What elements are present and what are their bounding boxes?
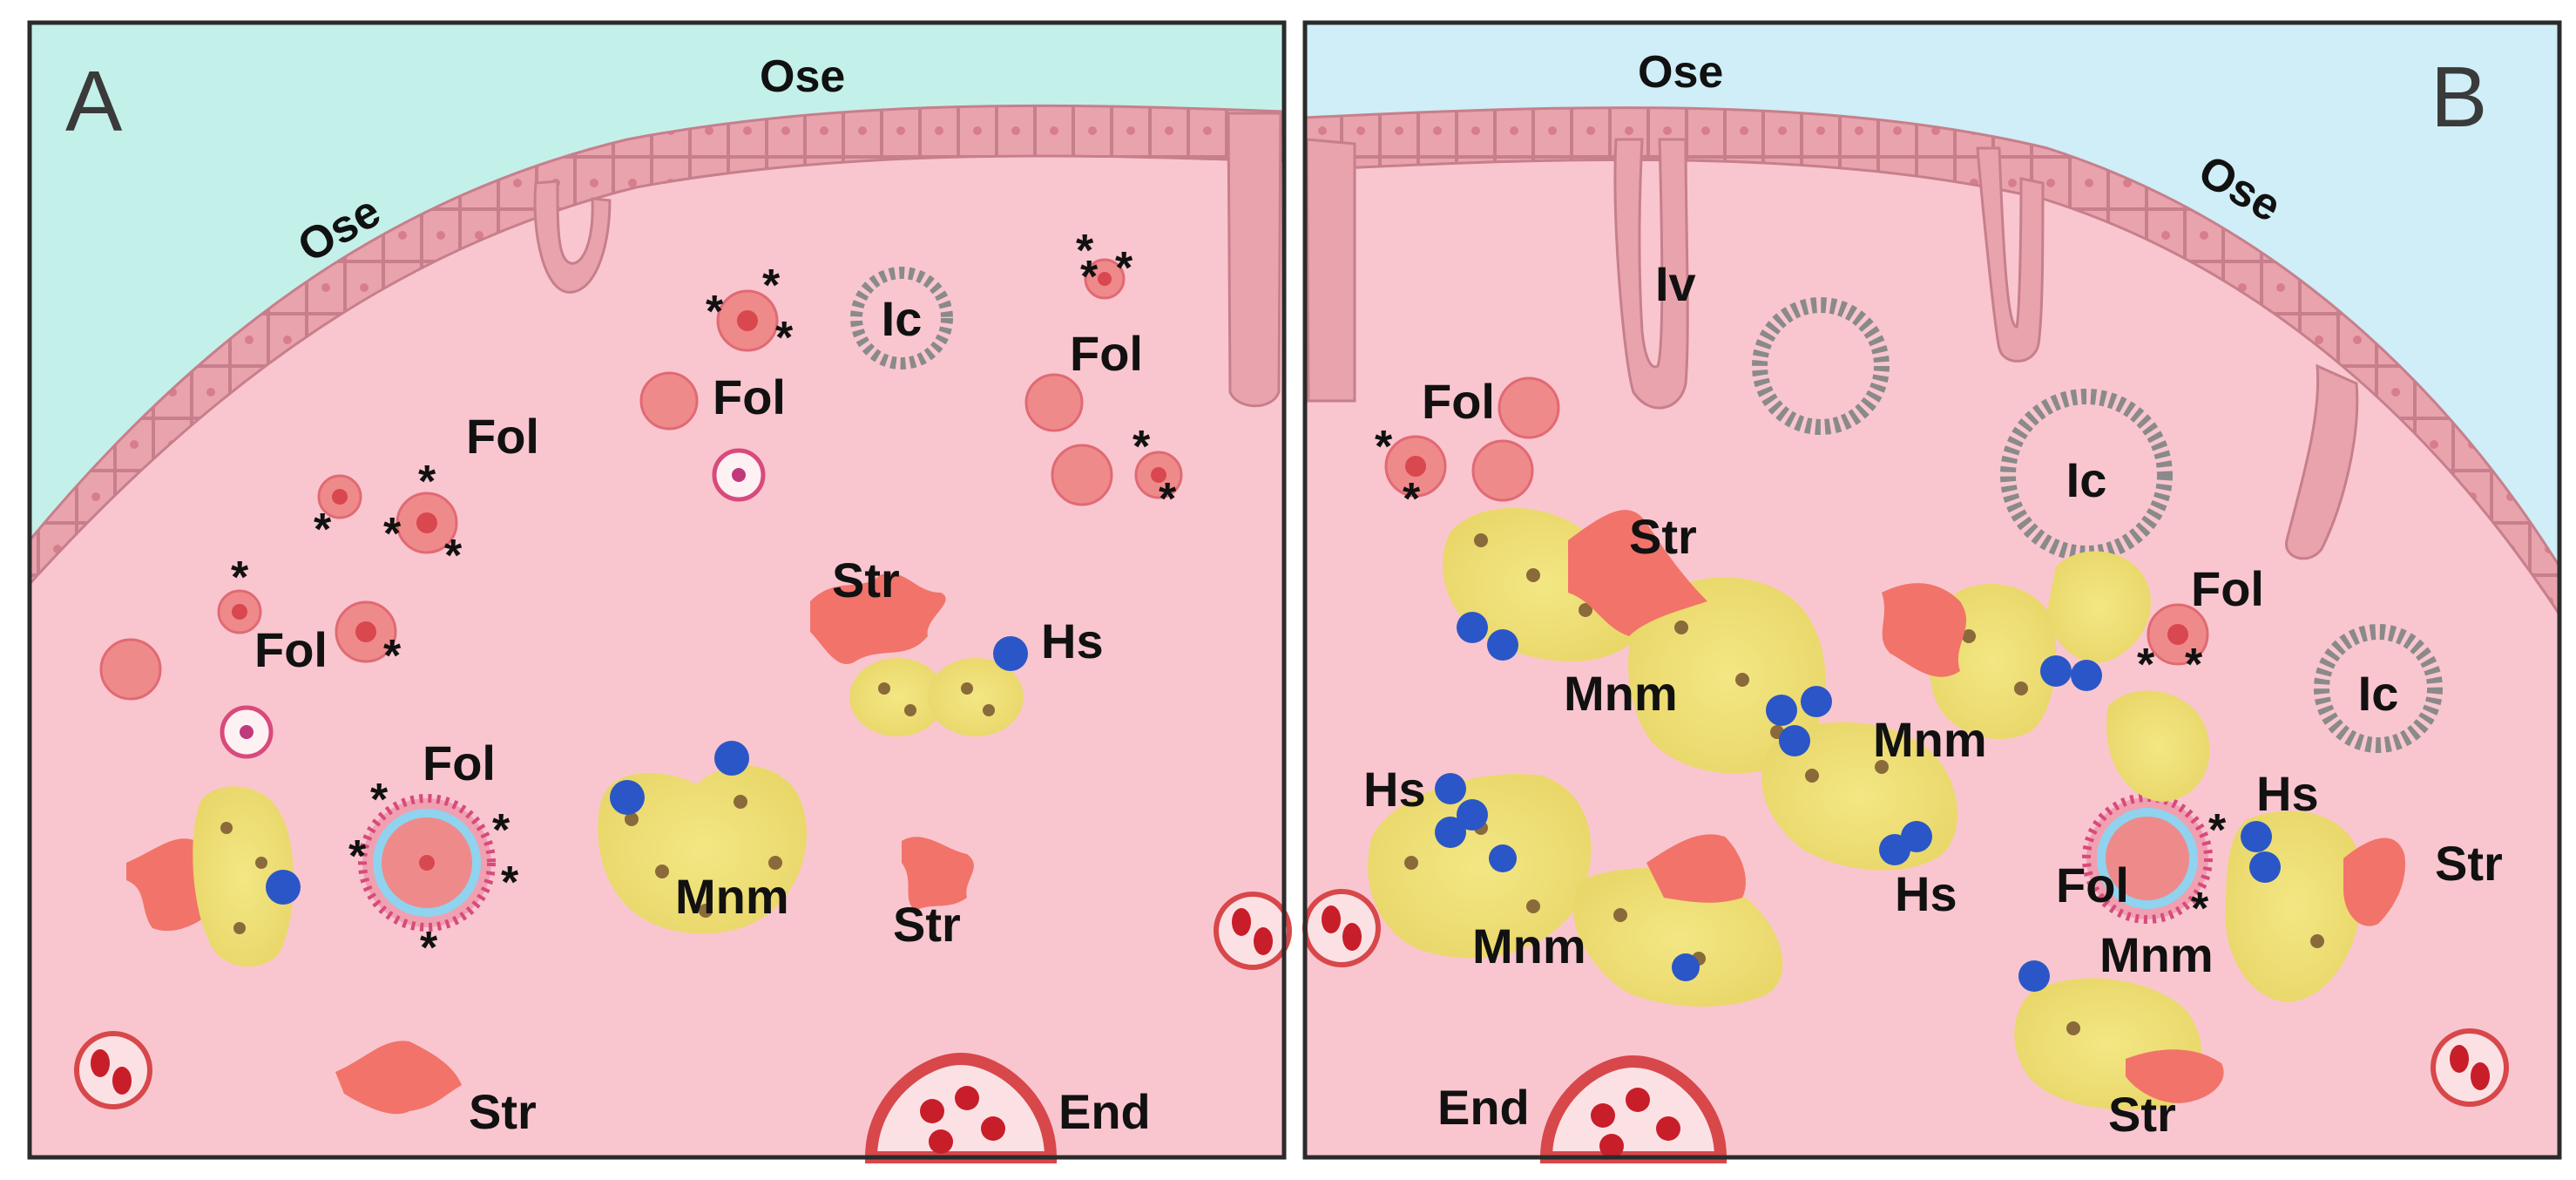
label-mnm-2-b: Mnm [1873, 712, 1987, 767]
label-str-3-b: Str [2108, 1087, 2176, 1142]
svg-text:*: * [2208, 805, 2227, 856]
label-end-a: End [1058, 1084, 1151, 1139]
svg-text:*: * [231, 553, 249, 603]
svg-text:*: * [2191, 884, 2209, 934]
panel-a-ovarian-surface-space [30, 23, 1284, 540]
svg-text:*: * [762, 261, 781, 311]
panel-a-hs-clusters [266, 636, 1028, 905]
panel-b-stromal-cell-4 [2343, 838, 2405, 926]
svg-text:*: * [370, 775, 389, 825]
svg-text:*: * [492, 805, 510, 856]
panel-b-inclusion-cyst-3 [2314, 624, 2443, 753]
label-ose-top-b: Ose [1638, 47, 1723, 98]
svg-text:*: * [1080, 252, 1099, 302]
svg-text:*: * [420, 923, 438, 973]
label-str-1-b: Str [1629, 509, 1697, 564]
panel-b-stromal-cell-3 [1646, 834, 1746, 903]
label-end-b: End [1437, 1080, 1530, 1135]
panel-a-blood-cells [74, 892, 1292, 1109]
label-fol-4-a: Fol [254, 622, 328, 677]
svg-text:*: * [1375, 422, 1393, 472]
svg-text:*: * [2137, 640, 2155, 690]
label-hs-2-b: Hs [1895, 866, 1957, 921]
label-ic: Ic [882, 291, 923, 346]
label-iv-b: Iv [1655, 256, 1696, 311]
panel-a-stromal-cell-2 [902, 837, 974, 911]
panel-a-epithelial-invagination [533, 180, 612, 294]
label-hs-1-b: Hs [1363, 762, 1426, 817]
label-fol-1-b: Fol [1422, 374, 1495, 429]
panel-b-stromal-cell-2 [1882, 583, 1967, 677]
svg-text:*: * [348, 831, 367, 882]
svg-text:*: * [1159, 474, 1177, 525]
panel-b-epithelial-cleft-left [1305, 138, 1356, 403]
label-str-3-a: Str [469, 1084, 537, 1139]
panel-a: Ic [28, 23, 1292, 1163]
svg-text:*: * [1403, 474, 1421, 525]
svg-text:*: * [383, 631, 402, 682]
panel-a-frame [27, 20, 1287, 1160]
panel-b-inclusion-cyst-1 [1752, 297, 1890, 435]
label-fol-5-a: Fol [423, 736, 496, 790]
panel-b-asterisks: * * * * * * [1375, 422, 2227, 934]
svg-text:*: * [444, 531, 463, 581]
svg-text:*: * [1076, 226, 1094, 276]
label-str-2-a: Str [893, 897, 961, 952]
panel-b-invagination-iv [1613, 138, 1689, 410]
panel-a-macrophage-cluster-2 [598, 765, 808, 934]
label-str-2-b: Str [2435, 836, 2503, 891]
panel-a-vessel [864, 1052, 1058, 1163]
svg-text:*: * [501, 858, 519, 908]
label-str-1-a: Str [832, 553, 900, 607]
panel-letter-b: B [2431, 49, 2487, 145]
svg-text:*: * [314, 505, 332, 555]
panel-b-frame [1302, 20, 2562, 1160]
svg-text:*: * [775, 313, 794, 363]
svg-text:*: * [706, 287, 724, 337]
label-hs-3-b: Hs [2256, 766, 2319, 821]
svg-text:*: * [418, 457, 436, 507]
panel-a-macrophage-cluster-3 [193, 786, 294, 967]
panel-a-stromal-cell-3 [335, 1041, 462, 1115]
panel-a-epithelial-cleft [1227, 112, 1282, 408]
panel-a-stromal-cell-1 [810, 573, 946, 664]
label-mnm-1-b: Mnm [1564, 666, 1678, 721]
panel-b-follicles [1384, 376, 2209, 666]
svg-text:*: * [1132, 422, 1151, 472]
label-ic-2-b: Ic [2358, 666, 2399, 721]
panel-b-stromal-cell-1 [1568, 510, 1707, 636]
label-mnm-3-b: Mnm [1472, 919, 1586, 973]
label-mnm-4-b: Mnm [2099, 927, 2214, 982]
panel-b-inclusion-cyst-2 [2000, 389, 2173, 561]
svg-text:*: * [1115, 243, 1133, 294]
label-mnm-a: Mnm [675, 869, 789, 924]
panel-a-inclusion-cyst [850, 267, 953, 370]
label-fol-3-a: Fol [1070, 326, 1143, 381]
panel-b-invagination-2 [1976, 146, 2045, 363]
svg-text:*: * [383, 509, 402, 559]
label-fol-2-a: Fol [713, 370, 786, 424]
panel-a-secondary-follicle [358, 794, 496, 932]
panel-b: Ic Ic [1302, 23, 2561, 1163]
label-ic-1-b: Ic [2066, 452, 2107, 507]
panel-a-macrophage-cluster-1 [849, 658, 1024, 736]
label-fol-2-b: Fol [2191, 561, 2264, 616]
panel-b-blood-cells [1302, 889, 2509, 1107]
svg-text:*: * [2185, 640, 2203, 690]
panel-b-vessel [1539, 1055, 1727, 1163]
panel-b-hs-clusters [1435, 612, 2281, 992]
label-fol-3-b: Fol [2056, 858, 2129, 912]
panel-b-secondary-follicle [2082, 793, 2213, 924]
panel-a-asterisks: * * * * * * * * * * * * * * * * * * * [231, 226, 1177, 973]
panel-b-stromal-cell-5 [2126, 1049, 2224, 1103]
label-ose-top-a: Ose [760, 51, 845, 102]
panel-b-ovarian-surface-space [1305, 23, 2559, 566]
panel-letter-a: A [65, 53, 123, 149]
panel-a-follicles [99, 258, 1183, 759]
panel-b-invagination-3 [2285, 363, 2359, 560]
label-fol-1-a: Fol [466, 409, 539, 464]
label-hs-a: Hs [1041, 614, 1104, 668]
